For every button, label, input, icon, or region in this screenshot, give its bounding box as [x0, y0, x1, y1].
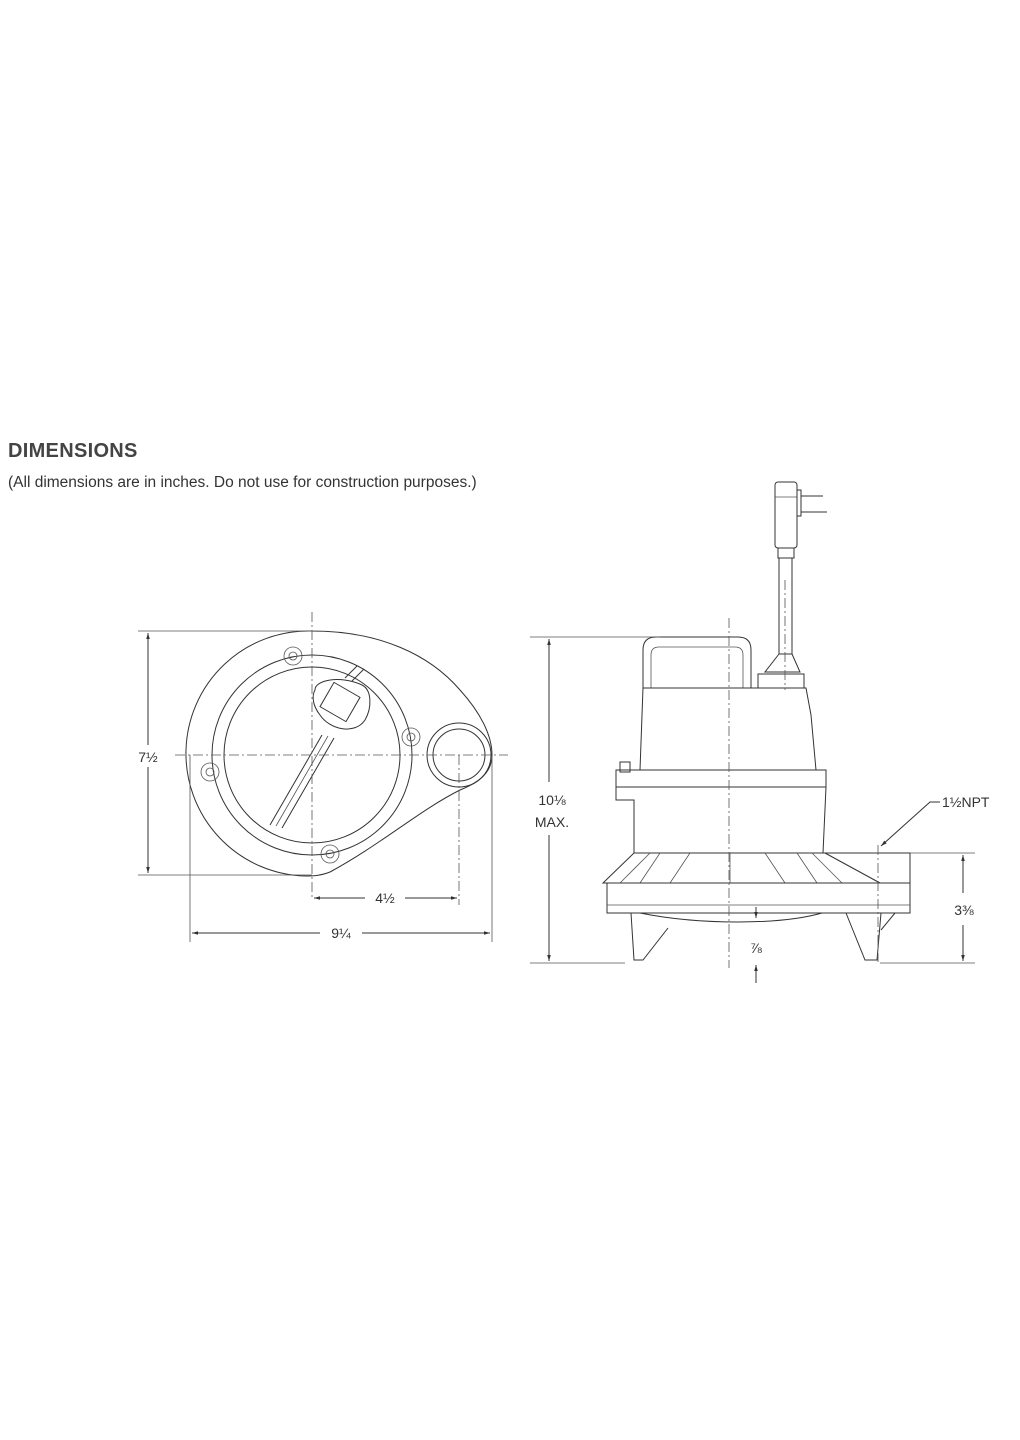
base-outline	[185, 630, 493, 877]
right-leg	[845, 912, 896, 961]
handle	[642, 636, 752, 688]
top-view-height-label: 7½	[138, 749, 158, 765]
discharge-size-label: 1½NPT	[942, 794, 990, 810]
power-plug	[757, 481, 827, 689]
section-note: (All dimensions are in inches. Do not us…	[8, 474, 477, 491]
discharge-offset-label: 4½	[375, 890, 395, 906]
side-view-height-suffix: MAX.	[535, 814, 569, 830]
power-cord	[778, 557, 793, 655]
discharge-height-label: 3⅜	[954, 902, 974, 918]
section-title: DIMENSIONS	[8, 440, 138, 462]
bolt-holes	[200, 646, 421, 864]
left-leg	[630, 912, 669, 961]
float-switch	[269, 665, 371, 829]
pump-top-view: 7½ 4½ 9¼	[138, 612, 508, 942]
top-view-width-label: 9¼	[331, 925, 351, 941]
motor-housing-side	[639, 687, 817, 771]
base-plate	[606, 882, 911, 914]
side-view-height-label: 10⅛	[538, 792, 566, 808]
clearance-label: ⅞	[750, 940, 762, 956]
intake-base	[601, 852, 911, 961]
pump-side-view: 10⅛ MAX. 1½NPT 3⅜ ⅞	[530, 481, 990, 983]
motor-flange-side	[615, 769, 827, 788]
